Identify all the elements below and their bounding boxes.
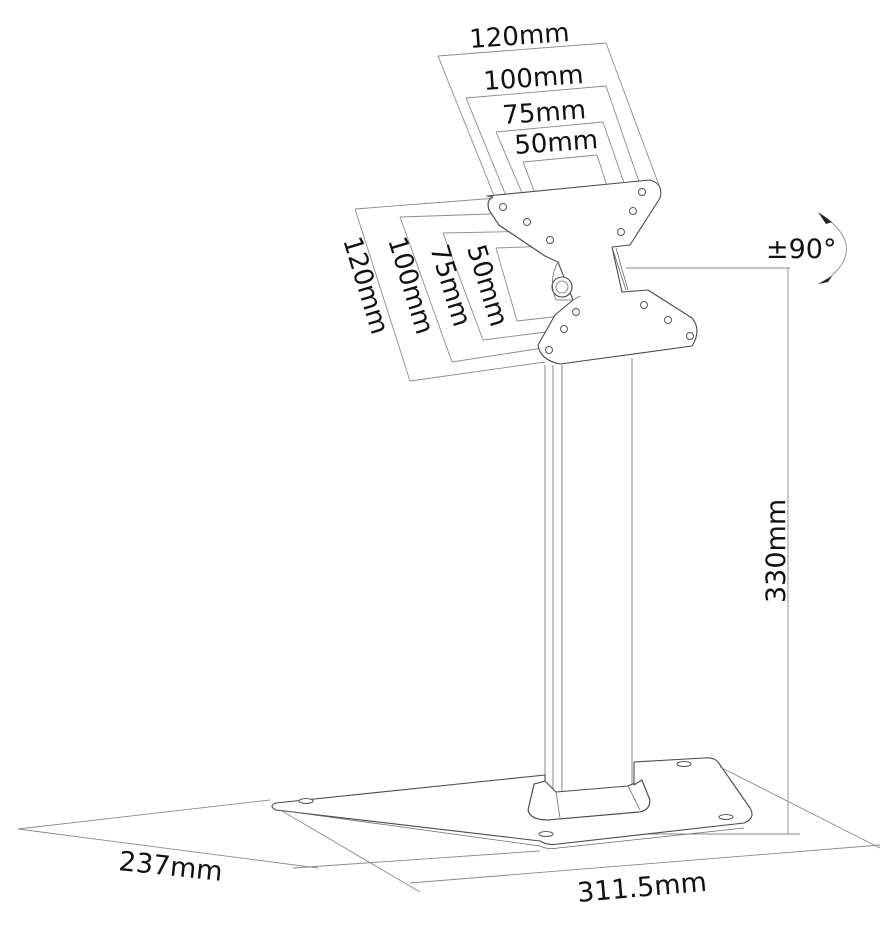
vesa-hole	[560, 325, 568, 333]
rotation-annotation: ±90°	[626, 212, 847, 834]
vesa-h-75-label: 75mm	[501, 95, 587, 131]
vesa-hole	[546, 236, 554, 244]
vesa-hole	[572, 308, 580, 316]
base-width-label: 311.5mm	[576, 867, 708, 909]
rotation-label: ±90°	[766, 234, 836, 265]
vesa-hole	[629, 207, 637, 215]
vesa-hole	[686, 332, 694, 340]
stand-base	[271, 757, 753, 850]
base-depth-label: 237mm	[117, 846, 224, 888]
rotation-arrow-top-icon	[818, 212, 832, 224]
vesa-h-100-label: 100mm	[482, 60, 584, 97]
base-hole	[298, 798, 314, 804]
vesa-hole	[617, 228, 625, 236]
vesa-mounting-plate	[486, 179, 698, 365]
vesa-h-120-label: 120mm	[468, 18, 570, 55]
stand-column	[527, 358, 651, 821]
base-hole	[538, 831, 554, 837]
vesa-hole	[638, 188, 646, 196]
vesa-hole	[545, 346, 553, 354]
vesa-horizontal-dimensions: 120mm 100mm 75mm 50mm	[437, 18, 661, 241]
rotation-arrow-bottom-icon	[818, 276, 832, 284]
vesa-hole	[664, 316, 672, 324]
height-dimension: 330mm	[640, 499, 800, 835]
vesa-hole	[499, 203, 507, 211]
vesa-hole	[523, 218, 531, 226]
vesa-h-50-label: 50mm	[513, 125, 599, 161]
vesa-hole	[640, 301, 648, 309]
base-hole	[676, 761, 692, 767]
base-hole	[718, 814, 734, 820]
height-label: 330mm	[761, 499, 792, 603]
